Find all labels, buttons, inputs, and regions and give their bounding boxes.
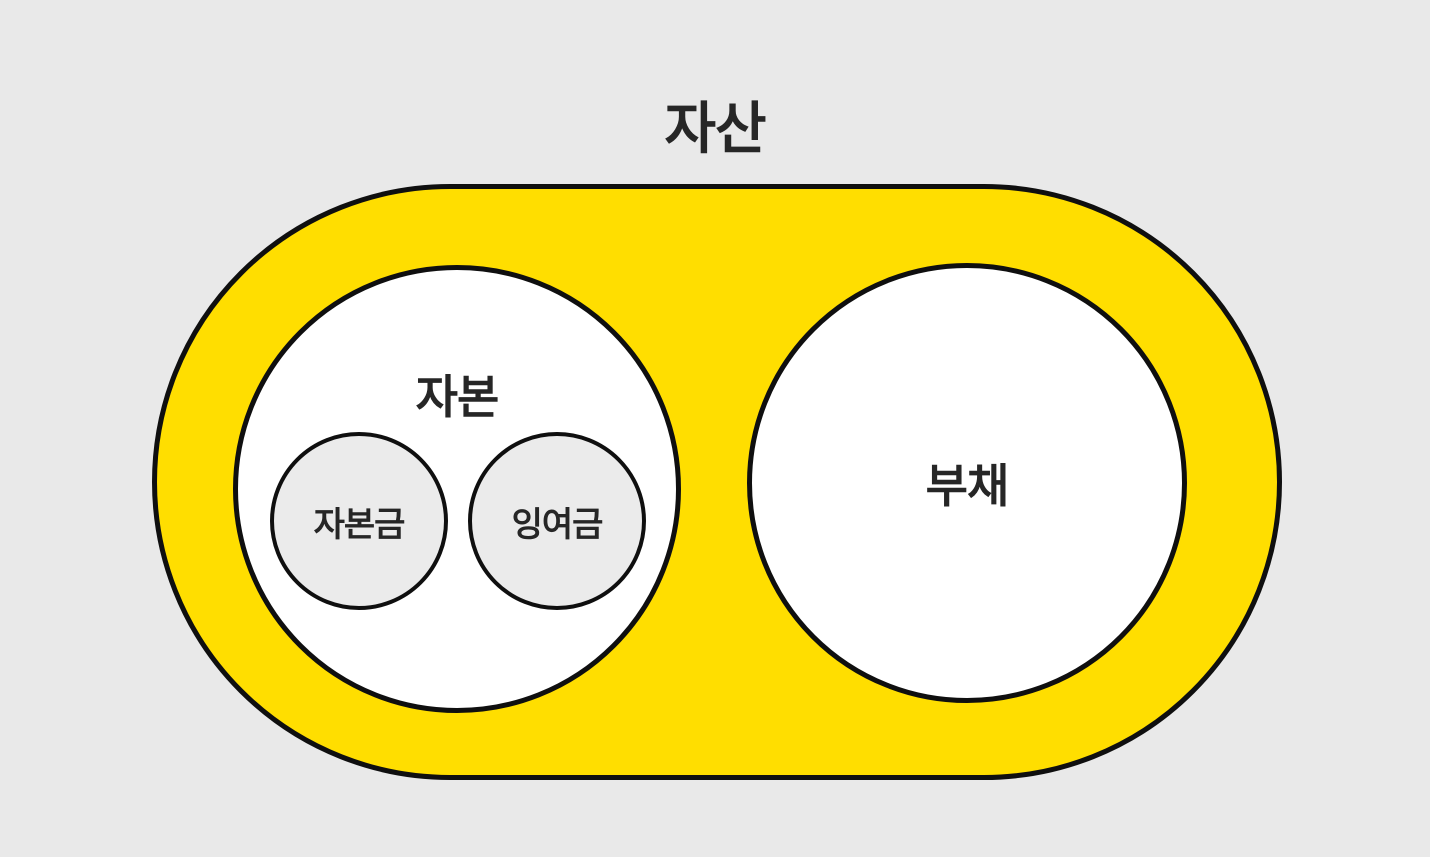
liabilities-circle: 부채 [747, 263, 1187, 703]
capital-stock-circle: 자본금 [270, 432, 448, 610]
assets-title: 자산 [664, 97, 766, 160]
surplus-label: 잉여금 [511, 505, 604, 544]
assets-pill-shape: 자본 자본금 잉여금 부채 [152, 184, 1282, 780]
capital-circle: 자본 자본금 잉여금 [233, 265, 681, 713]
capital-label: 자본 [415, 371, 500, 423]
surplus-circle: 잉여금 [468, 432, 646, 610]
capital-stock-label: 자본금 [313, 505, 406, 544]
liabilities-label: 부채 [925, 460, 1010, 512]
